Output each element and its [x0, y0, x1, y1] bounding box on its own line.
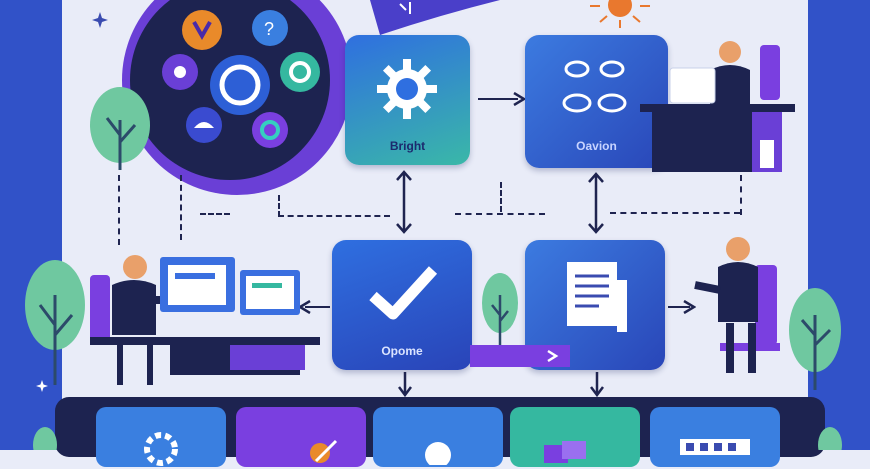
top-banner-arc — [370, 0, 500, 35]
connector — [668, 306, 690, 308]
document-icon — [567, 262, 627, 332]
person-at-desk-icon — [25, 255, 320, 385]
tile-oavion-label: Oavion — [576, 139, 617, 153]
media-icon — [544, 441, 586, 463]
dashed-connector — [118, 175, 120, 245]
wheel-icon: ? — [122, 0, 352, 195]
sun-icon — [590, 0, 650, 28]
tile-bright[interactable]: Bright — [345, 35, 470, 165]
tree-icon — [90, 87, 150, 170]
dashed-connector — [278, 195, 390, 217]
bottom-tile-tools[interactable] — [236, 407, 366, 467]
arrow-right-icon — [547, 349, 559, 363]
gear-icon — [377, 59, 437, 119]
person-on-chair-icon — [694, 237, 841, 390]
tile-bright-label: Bright — [389, 139, 426, 153]
right-side-panel — [808, 0, 870, 450]
left-side-panel — [0, 0, 62, 450]
tree-icon — [482, 273, 518, 345]
dashed-connector — [500, 182, 502, 212]
link-icon — [562, 60, 627, 113]
chat-icon — [425, 442, 451, 465]
dashed-connector — [180, 175, 182, 240]
dashed-connector — [455, 213, 545, 215]
dashed-connector — [200, 213, 230, 215]
arrow-down-icon — [398, 372, 412, 398]
tile-oavion[interactable]: Oavion — [525, 35, 668, 168]
connector — [478, 98, 518, 100]
double-arrow-icon — [396, 170, 412, 234]
sparkle-icon — [92, 12, 108, 28]
purple-bar — [470, 345, 570, 367]
tile-opome[interactable]: Opome — [332, 240, 472, 370]
dashed-connector — [610, 212, 740, 214]
grid-icon — [680, 439, 750, 455]
arrow-right-icon — [683, 300, 696, 314]
connector — [305, 306, 330, 308]
tile-opome-label: Opome — [381, 344, 423, 358]
bottom-tile-media[interactable] — [510, 407, 640, 467]
arrow-down-icon — [590, 372, 604, 398]
bottom-tile-gear[interactable] — [96, 407, 226, 467]
bottom-tile-chat[interactable] — [373, 407, 503, 467]
svg-text:?: ? — [264, 19, 274, 39]
dashed-connector — [740, 175, 742, 215]
bottom-tile-grid[interactable] — [650, 407, 780, 467]
tree-icon — [818, 427, 842, 450]
tree-icon — [33, 427, 57, 450]
arrow-right-icon — [513, 92, 526, 106]
gear-icon — [144, 432, 178, 466]
tools-icon — [310, 439, 338, 463]
person-at-desk-icon — [640, 41, 795, 172]
sparkle-icon — [36, 380, 48, 392]
checkmark-icon — [369, 266, 438, 320]
double-arrow-icon — [588, 172, 604, 234]
